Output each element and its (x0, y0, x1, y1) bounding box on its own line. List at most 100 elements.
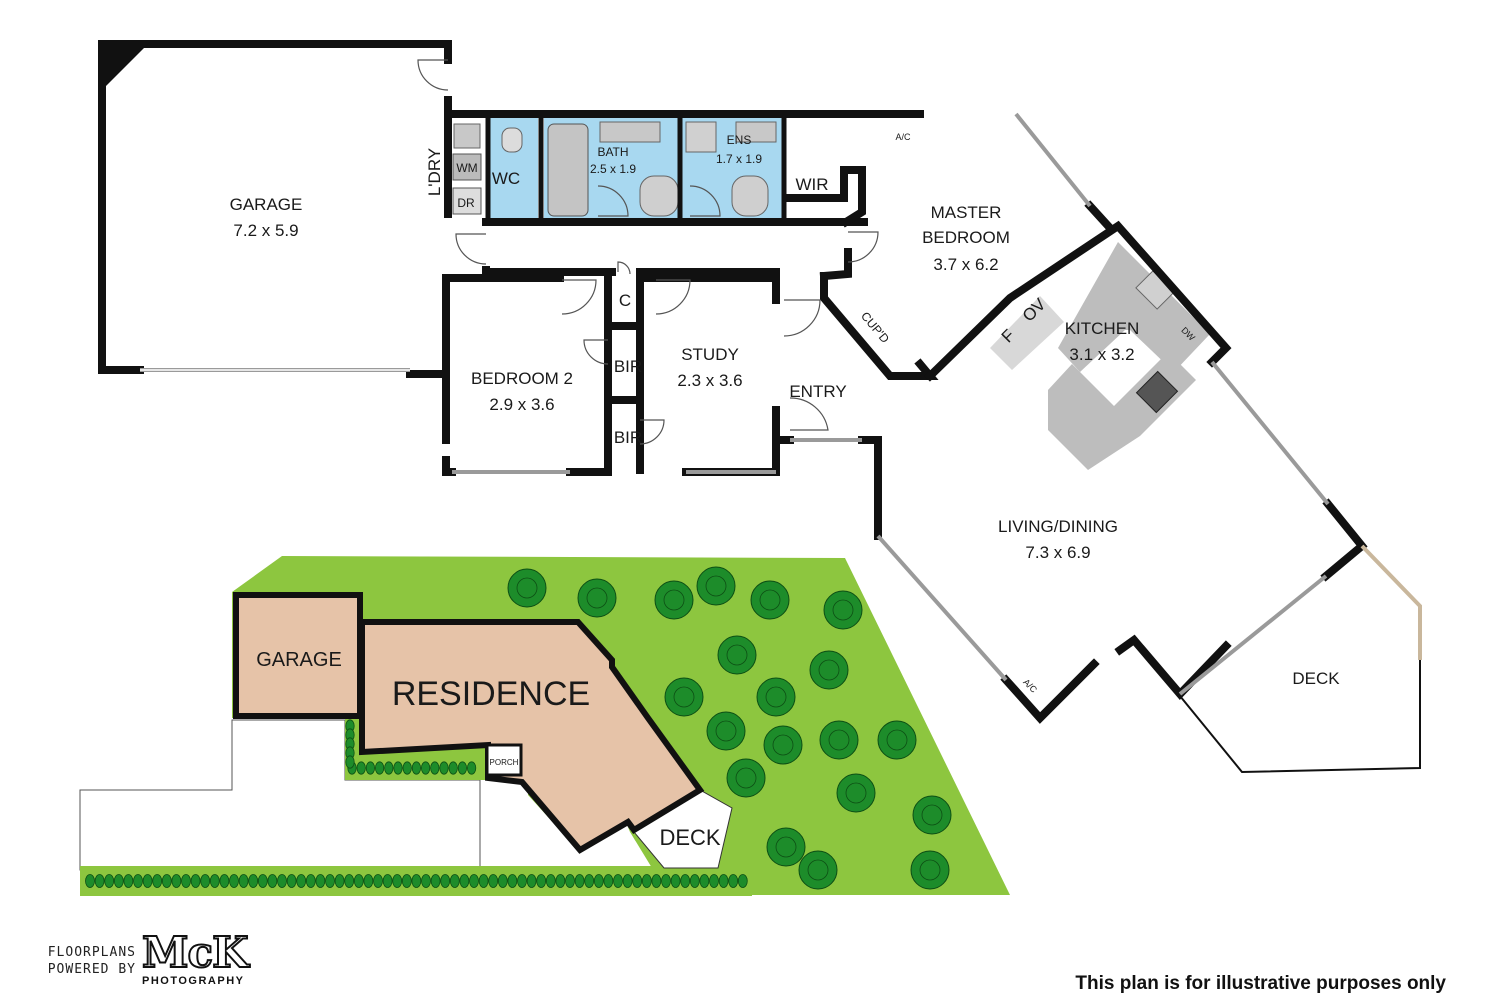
tree (809, 650, 849, 690)
site-porch-label: PORCH (490, 758, 519, 767)
hedge-bush (469, 874, 479, 888)
hedge-bush (209, 874, 220, 888)
hedge-bush (613, 874, 623, 888)
living-window-east (1210, 360, 1330, 506)
hedge-bush (190, 874, 201, 888)
hedge-bush (517, 874, 527, 888)
wc-name: WC (492, 169, 520, 188)
master-walls (1084, 200, 1116, 234)
tree-canopy (759, 589, 781, 611)
kitchen-cooktop (1135, 370, 1179, 414)
bedroom2-wall (442, 274, 564, 444)
master-name-2: BEDROOM (922, 228, 1010, 247)
kitchen-island (1048, 352, 1196, 470)
bedroom2-door-swing (561, 279, 597, 315)
tree-canopy (726, 644, 748, 666)
bath-door-swing (597, 185, 629, 217)
ac-top-label: A/C (895, 132, 911, 142)
hedge-row (85, 719, 748, 888)
hedge-bush (411, 874, 422, 888)
deck-glazing (1178, 574, 1328, 696)
hedge-bush (737, 874, 748, 888)
hedge-bush (113, 874, 124, 888)
ensuite-shower (685, 121, 717, 153)
bir-door-swing-top (583, 339, 609, 365)
garage-wall (406, 366, 450, 378)
garage-door-swing (417, 59, 449, 91)
hedge-bush (430, 761, 440, 775)
hedge-bush (238, 874, 249, 888)
house-floor-plan: GARAGE 7.2 x 5.9 L'DRY WM DR WC BATH 2.5… (98, 40, 1422, 774)
hedge-bush (651, 874, 662, 888)
bir-bottom-name: BIR (614, 428, 642, 447)
hedge-bush (344, 874, 355, 888)
laundry-sink (453, 123, 481, 149)
tree (910, 850, 950, 890)
hedge-bush (356, 761, 366, 775)
hedge-bush (353, 874, 364, 888)
garage-east-wall (444, 96, 490, 118)
hedge-bush (94, 874, 105, 888)
tree (763, 725, 803, 765)
hedge-bush (411, 761, 421, 775)
hedge-bush (219, 874, 230, 888)
bathtub (547, 123, 589, 217)
tree (756, 677, 796, 717)
brand-logo: McK (141, 928, 250, 977)
hedge-bush (161, 874, 172, 888)
tree-canopy (735, 767, 757, 789)
deck-walls (1320, 498, 1368, 582)
hedge-bush (85, 874, 95, 888)
hedge-bush (593, 874, 604, 888)
hedge-bush (440, 874, 451, 888)
hedge-bush (709, 874, 719, 888)
tree-canopy (765, 686, 787, 708)
hedge-bush (248, 874, 259, 888)
hedge-bush (374, 761, 385, 775)
hedge-bush (392, 874, 403, 888)
hedge-bush (632, 874, 643, 888)
entry-name: ENTRY (789, 382, 846, 401)
bath-size: 2.5 x 1.9 (590, 162, 636, 176)
hedge-bush (574, 874, 585, 888)
hedge-bush (718, 874, 729, 888)
hedge-bush (565, 874, 575, 888)
hedge-bush (497, 874, 508, 888)
hedge-bush (104, 874, 115, 888)
tree (912, 795, 952, 835)
hedge-bush (296, 874, 307, 888)
ensuite-door-swing (689, 185, 721, 217)
master-door-swing (847, 231, 879, 263)
bir-walls (604, 276, 644, 474)
tree (507, 568, 547, 608)
hedge-bush (555, 874, 566, 888)
tree-canopy (886, 729, 908, 751)
kitchen-size: 3.1 x 3.2 (1069, 345, 1134, 364)
bir-door-swing-bottom (639, 419, 665, 445)
dryer (452, 187, 482, 215)
hedge-bush (430, 874, 441, 888)
hedge-bush (670, 874, 681, 888)
brand-sub: PHOTOGRAPHY (142, 975, 245, 987)
hedge-bush (488, 874, 499, 888)
hedge-bush (315, 874, 326, 888)
cupd-walls (819, 248, 939, 380)
study-name: STUDY (681, 345, 739, 364)
hedge-bush (257, 874, 268, 888)
hedge-bush (641, 874, 652, 888)
tree-canopy (921, 804, 943, 826)
tree (798, 850, 838, 890)
tree-canopy (775, 836, 797, 858)
tree (664, 677, 704, 717)
living-name: LIVING/DINING (998, 517, 1118, 536)
tree (696, 566, 736, 606)
brand-tagline: FLOORPLANS POWERED BY (26, 944, 136, 978)
ensuite-vanity (735, 121, 777, 143)
hedge-bush (142, 874, 153, 888)
deck-outline (1179, 660, 1421, 774)
tree (717, 635, 757, 675)
tree-canopy (818, 659, 840, 681)
site-deck-label: DECK (659, 825, 720, 850)
hedge-bush (420, 761, 431, 775)
